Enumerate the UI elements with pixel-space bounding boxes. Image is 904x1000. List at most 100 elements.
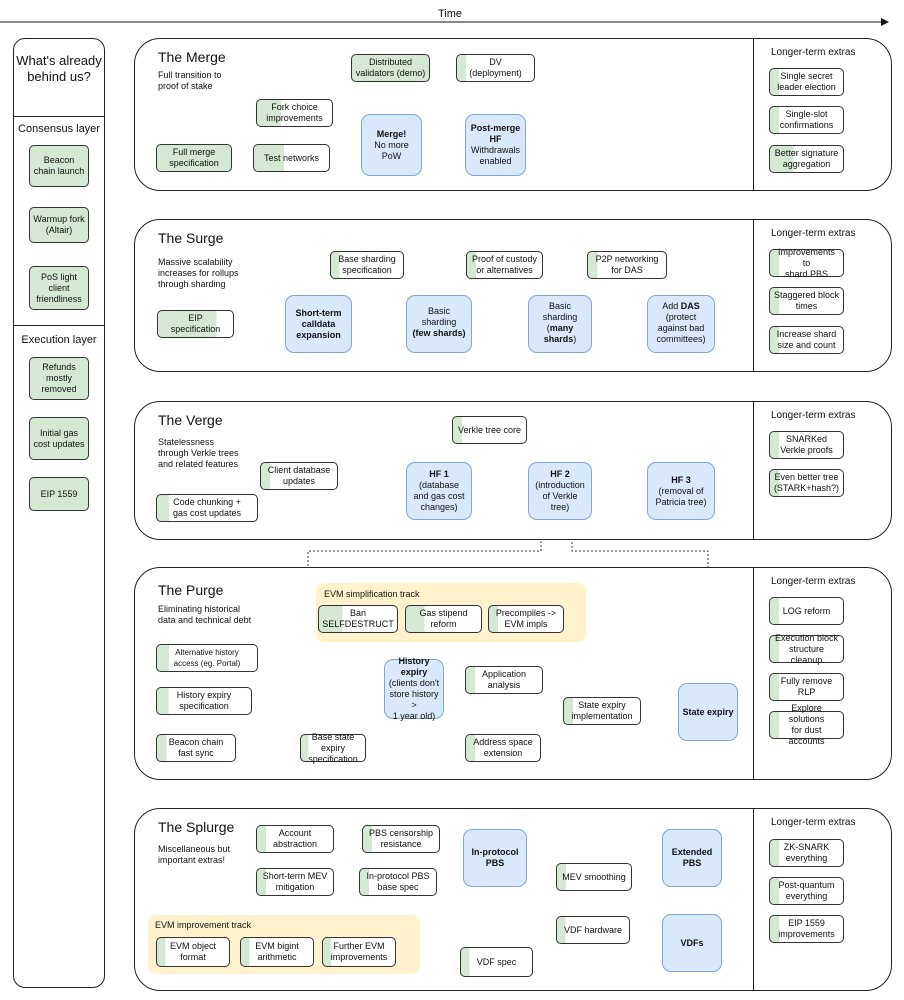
state-expiry: State expiry bbox=[678, 683, 738, 741]
hf1-sub: (database and gas cost changes) bbox=[413, 480, 465, 512]
surge-panel: The Surge Massive scalability increases … bbox=[134, 219, 892, 372]
post-merge-hf-title: Post-merge HF bbox=[470, 123, 521, 144]
basic-sharding-few-a: Basic sharding bbox=[421, 306, 457, 327]
consensus-layer-label: Consensus layer bbox=[18, 123, 100, 135]
hf2: HF 2 (introduction of Verkle tree) bbox=[528, 462, 592, 520]
verge-extras-title: Longer-term extras bbox=[771, 410, 856, 421]
divider bbox=[14, 325, 104, 326]
post-merge-hf: Post-merge HF Withdrawals enabled bbox=[465, 114, 526, 176]
basic-sharding-few-b: (few shards) bbox=[412, 328, 466, 338]
merge-milestone-sub: No more PoW bbox=[374, 139, 409, 161]
post-merge-hf-sub: Withdrawals enabled bbox=[470, 145, 520, 166]
hf2-title: HF 2 bbox=[550, 469, 570, 479]
dv-deployment: DV (deployment) bbox=[456, 54, 535, 82]
merge-extras-title: Longer-term extras bbox=[771, 47, 856, 58]
fork-choice-improvements: Fork choice improvements bbox=[256, 99, 333, 127]
extras-divider bbox=[753, 220, 754, 371]
already-done-title: What's already behind us? bbox=[16, 53, 102, 84]
add-das-b: DAS bbox=[680, 301, 700, 311]
vdfs: VDFs bbox=[662, 914, 722, 972]
history-expiry-specification: History expiry specification bbox=[156, 687, 252, 715]
evm-improvement-track-label: EVM improvement track bbox=[155, 920, 252, 930]
client-database-updates: Client database updates bbox=[260, 462, 338, 490]
merge-milestone: Merge! No more PoW bbox=[361, 114, 422, 176]
further-evm-improvements: Further EVM improvements bbox=[322, 937, 396, 967]
verge-description: Statelessness through Verkle trees and r… bbox=[158, 437, 239, 469]
pbs-censorship-resistance: PBS censorship resistance bbox=[362, 825, 440, 853]
merge-extra-3: Better signature aggregation bbox=[769, 145, 844, 173]
gas-cost-updates: Initial gas cost updates bbox=[29, 417, 89, 460]
verkle-tree-core: Verkle tree core bbox=[452, 416, 527, 444]
base-sharding-spec: Base sharding specification bbox=[330, 251, 404, 279]
execution-layer-label: Execution layer bbox=[21, 334, 97, 346]
verge-extra-2: Even better tree (STARK+hash?) bbox=[769, 469, 844, 497]
time-label: Time bbox=[437, 8, 463, 20]
splurge-extra-2: Post-quantum everything bbox=[769, 877, 844, 905]
history-expiry-title: History expiry bbox=[398, 656, 430, 677]
state-expiry-implementation: State expiry implementation bbox=[563, 697, 641, 725]
in-protocol-pbs-spec: In-protocol PBS base spec bbox=[359, 868, 437, 896]
short-term-mev-mitigation: Short-term MEV mitigation bbox=[256, 868, 334, 896]
vdf-hardware: VDF hardware bbox=[556, 916, 630, 944]
merge-milestone-title: Merge! bbox=[376, 128, 407, 139]
in-protocol-pbs: In-protocol PBS bbox=[463, 829, 527, 887]
beacon-chain-fast-sync: Beacon chain fast sync bbox=[156, 734, 236, 762]
ban-selfdestruct: Ban SELFDESTRUCT bbox=[318, 605, 398, 633]
purge-extra-4: Explore solutions for dust accounts bbox=[769, 703, 844, 746]
basic-sharding-many-a: Basic sharding ( bbox=[542, 301, 578, 333]
proof-of-custody: Proof of custody or alternatives bbox=[466, 251, 543, 279]
purge-extras-title: Longer-term extras bbox=[771, 576, 856, 587]
purge-extra-1: LOG reform bbox=[769, 597, 844, 625]
splurge-title: The Splurge bbox=[158, 819, 235, 835]
evm-simplification-track-label: EVM simplification track bbox=[324, 589, 420, 599]
extended-pbs: Extended PBS bbox=[662, 829, 722, 887]
merge-title: The Merge bbox=[158, 49, 226, 65]
splurge-extra-1: ZK-SNARK everything bbox=[769, 839, 844, 867]
base-state-expiry-specification: Base state expiry specification bbox=[300, 732, 366, 764]
merge-description: Full transition to proof of stake bbox=[158, 70, 222, 91]
basic-sharding-many-shards: Basic sharding (many shards) bbox=[528, 295, 592, 353]
short-term-calldata-expansion: Short-term calldata expansion bbox=[285, 295, 352, 353]
verge-extra-1: SNARKed Verkle proofs bbox=[769, 431, 844, 459]
distributed-validators-demo: Distributed validators (demo) bbox=[351, 54, 430, 82]
verge-title: The Verge bbox=[158, 412, 223, 428]
basic-sharding-few-shards: Basic sharding (few shards) bbox=[406, 295, 472, 353]
add-das-a: Add bbox=[662, 301, 681, 311]
surge-title: The Surge bbox=[158, 230, 224, 246]
history-expiry-sub: (clients don't store history > 1 year ol… bbox=[388, 678, 440, 721]
address-space-extension: Address space extension bbox=[465, 734, 541, 762]
hf3: HF 3 (removal of Patricia tree) bbox=[647, 462, 715, 520]
eip-1559: EIP 1559 bbox=[29, 477, 89, 511]
surge-extra-3: Increase shard size and count bbox=[769, 326, 844, 354]
full-merge-specification: Full merge specification bbox=[156, 144, 232, 172]
history-expiry: History expiry (clients don't store hist… bbox=[384, 656, 444, 721]
precompiles-to-evm: Precompiles -> EVM impls bbox=[488, 605, 564, 633]
add-das-c: (protect against bad committees) bbox=[656, 312, 706, 344]
p2p-networking-das: P2P networking for DAS bbox=[587, 251, 667, 279]
merge-extra-1: Single secret leader election bbox=[769, 68, 844, 96]
purge-title: The Purge bbox=[158, 582, 224, 598]
splurge-extra-3: EIP 1559 improvements bbox=[769, 915, 844, 943]
mev-smoothing: MEV smoothing bbox=[556, 863, 632, 891]
extras-divider bbox=[753, 809, 754, 990]
test-networks: Test networks bbox=[253, 144, 330, 172]
hf1-title: HF 1 bbox=[429, 469, 449, 479]
splurge-extras-title: Longer-term extras bbox=[771, 817, 856, 828]
eip-specification: EIP specification bbox=[157, 310, 234, 338]
divider bbox=[14, 116, 104, 117]
surge-description: Massive scalability increases for rollup… bbox=[158, 257, 239, 289]
merge-extra-2: Single-slot confirmations bbox=[769, 106, 844, 134]
purge-extra-2: Execution block structure cleanup bbox=[769, 633, 844, 665]
code-chunking: Code chunking + gas cost updates bbox=[156, 494, 258, 522]
vdf-spec: VDF spec bbox=[460, 947, 533, 977]
gas-stipend-reform: Gas stipend reform bbox=[405, 605, 482, 633]
beacon-chain-launch: Beacon chain launch bbox=[29, 145, 89, 187]
surge-extra-1: Improvements to shard PBS bbox=[769, 247, 844, 279]
account-abstraction: Account abstraction bbox=[256, 825, 334, 853]
application-analysis: Application analysis bbox=[465, 666, 543, 694]
add-das: Add DAS (protect against bad committees) bbox=[647, 295, 715, 353]
purge-description: Eliminating historical data and technica… bbox=[158, 604, 252, 625]
evm-bigint-arithmetic: EVM bigint arithmetic bbox=[240, 937, 314, 967]
basic-sharding-many-c: ) bbox=[573, 334, 577, 344]
hf2-sub: (introduction of Verkle tree) bbox=[535, 480, 585, 512]
